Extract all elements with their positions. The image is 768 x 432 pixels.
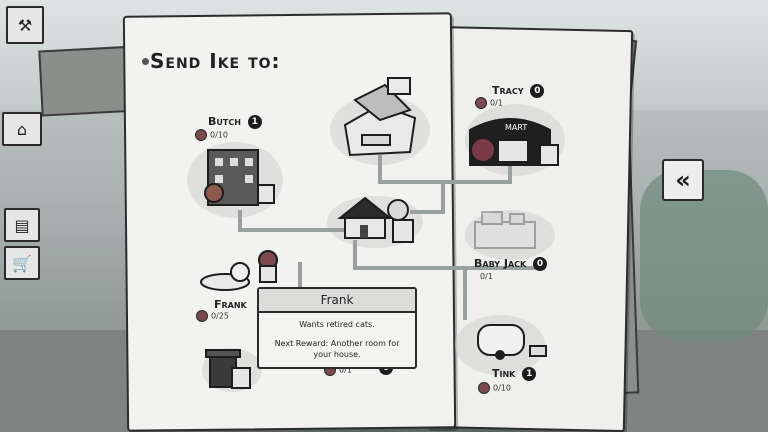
map-pin (142, 58, 149, 65)
location-badge: 1 (522, 367, 537, 381)
location-frank-count: 0/25 (196, 310, 229, 322)
cart-button[interactable]: 🛒 (4, 246, 40, 280)
paw-icon (195, 129, 207, 141)
frank-manhole (200, 250, 278, 291)
location-name: Tracy (492, 84, 524, 97)
hammer-wrench-icon: ⚒ (17, 15, 33, 35)
tracy-mart-sign: MART (505, 123, 527, 132)
house-icon: ⌂ (16, 119, 28, 139)
hatch-babyjack (465, 210, 555, 260)
location-name: Baby Jack (474, 257, 527, 270)
location-tink-count: 0/10 (478, 382, 511, 394)
paw-icon (475, 97, 487, 109)
location-name: Frank (214, 298, 247, 311)
cart-icon: 🛒 (12, 253, 32, 273)
location-butch-count: 0/10 (195, 129, 228, 141)
paw-icon (478, 382, 490, 394)
location-badge: 0 (533, 257, 548, 271)
location-tracy-label[interactable]: Tracy 0 (492, 84, 545, 98)
location-babyjack-count: 0/1 (480, 272, 493, 281)
location-tink-label[interactable]: Tink 1 (492, 367, 537, 381)
trash-cans (205, 349, 251, 389)
location-name: Tink (492, 367, 516, 380)
map-title: Send Ike to: (150, 49, 281, 73)
home-house (337, 196, 414, 243)
location-badge: 1 (247, 115, 262, 129)
paw-icon (196, 310, 208, 322)
tracy-mart: MART (469, 118, 559, 166)
location-tracy-count: 0/1 (475, 97, 503, 109)
road-path (353, 240, 467, 320)
baby-jack-building (474, 211, 536, 249)
tink-trailer (477, 324, 547, 360)
location-butch-label[interactable]: Butch 1 (208, 115, 262, 129)
location-babyjack-label[interactable]: Baby Jack 0 (474, 257, 548, 271)
double-chevron-left-icon: « (675, 166, 691, 194)
city-building (343, 77, 417, 157)
background-tree (640, 170, 768, 340)
tools-button[interactable]: ⚒ (6, 6, 44, 44)
location-name: Butch (208, 115, 241, 128)
tooltip-description: Wants retired cats. (299, 320, 375, 329)
location-tooltip: Frank Wants retired cats. Next Reward: A… (257, 287, 417, 369)
shop-button[interactable]: ▤ (4, 208, 40, 242)
butch-building (204, 149, 275, 206)
location-frank-label[interactable]: Frank (214, 298, 247, 311)
back-button[interactable]: « (662, 159, 704, 201)
tooltip-reward: Next Reward: Another room for your house… (274, 339, 400, 359)
location-badge: 0 (530, 84, 545, 98)
tooltip-title: Frank (259, 289, 415, 313)
house-button[interactable]: ⌂ (2, 112, 42, 146)
shop-icon: ▤ (14, 215, 30, 235)
road-path (410, 182, 445, 214)
road-path (238, 210, 345, 232)
